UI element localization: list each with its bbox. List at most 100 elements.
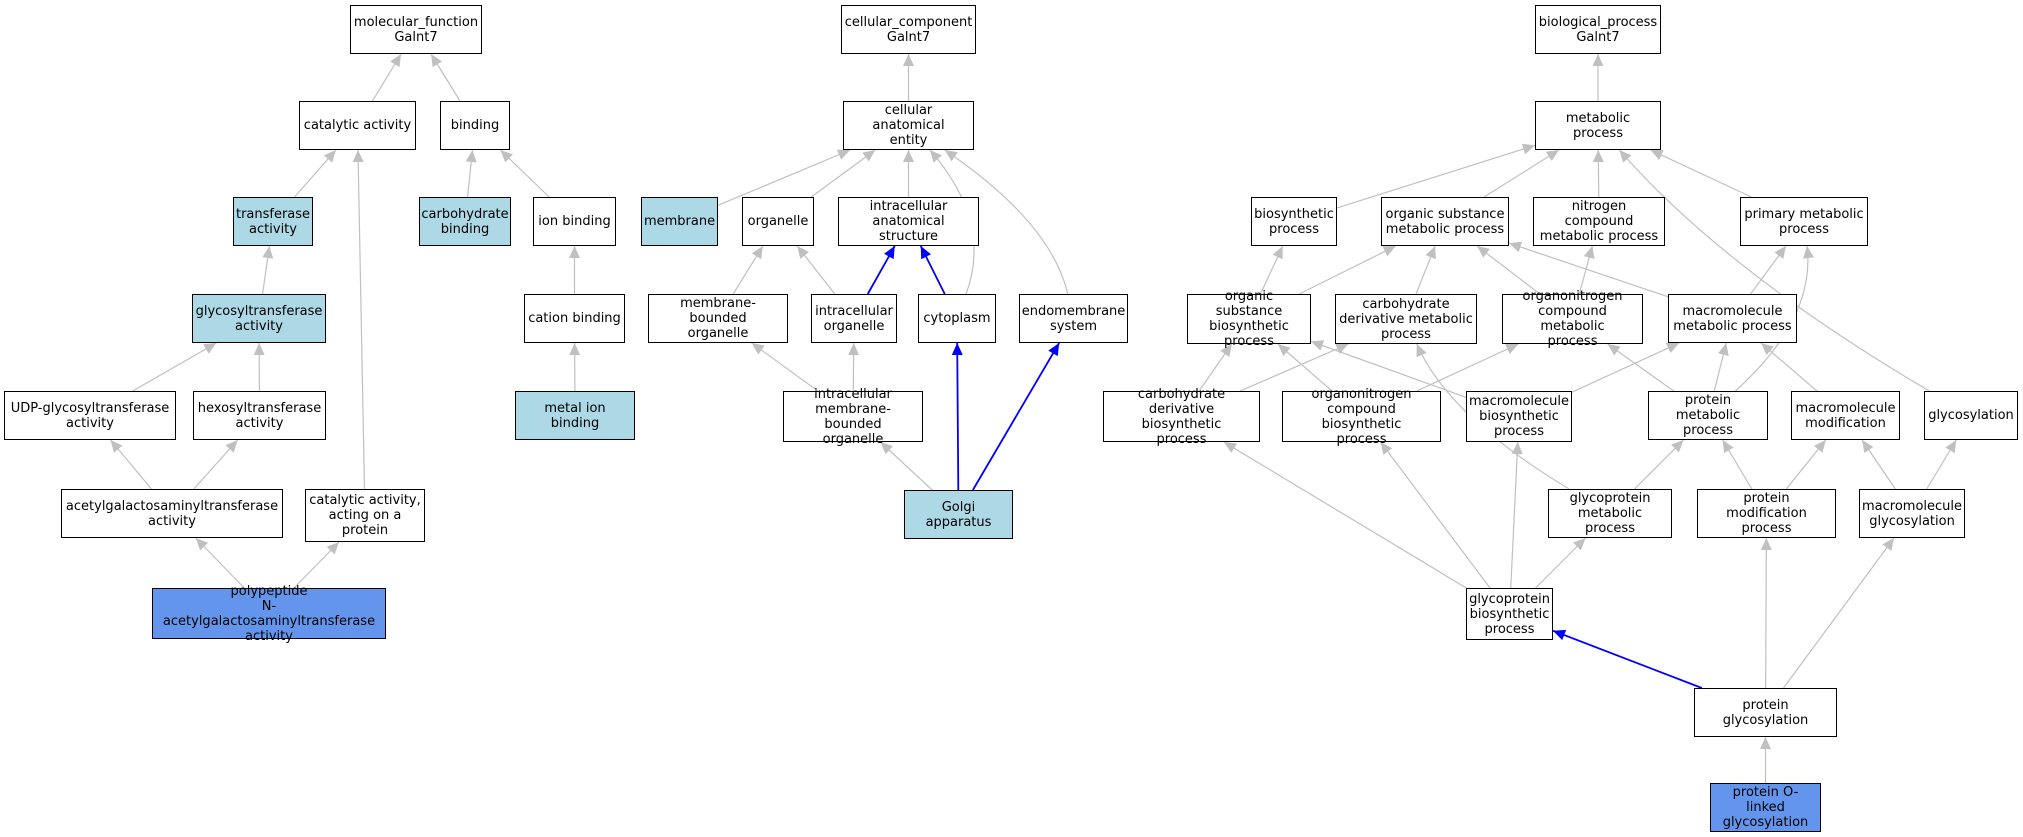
arrowhead-endomembrane-to-cell_anat xyxy=(944,150,958,162)
arrowhead-protein_glyco-to-macromol_glyco xyxy=(1882,538,1894,551)
edge-org_sub_met-to-metabolic xyxy=(1483,149,1560,198)
node-polypeptide-n-acetylgalactosaminyltransferase-activity[interactable]: polypeptide N-acetylgalactosaminyltransf… xyxy=(152,584,386,644)
arrowhead-carb_binding-to-binding xyxy=(465,150,477,163)
arrowhead-protein_glyco-to-glycoprotein_bio xyxy=(1553,629,1567,641)
arrowhead-carb_deriv_bio-to-org_sub_bio xyxy=(1220,344,1232,357)
arrowhead-primary-to-metabolic xyxy=(1650,150,1664,161)
node-macromolecule-modification[interactable]: macromolecule modification xyxy=(1791,391,1900,440)
arrowhead-protein_met-to-macromol_met xyxy=(1718,343,1729,356)
node-protein-modification-process[interactable]: protein modification process xyxy=(1697,489,1836,538)
arrowhead-golgi-to-endomembrane xyxy=(1048,343,1060,357)
node-udp-glycosyltransferase-activity[interactable]: UDP-glycosyltransferase activity xyxy=(4,391,176,440)
arrowhead-cytoplasm-to-cell_anat xyxy=(929,150,942,163)
node-intracellular-organelle[interactable]: intracellular organelle xyxy=(811,294,897,343)
arrowhead-acetylgal-to-udp_glyco xyxy=(110,440,123,453)
node-glycoprotein-biosynthetic-process[interactable]: glycoprotein biosynthetic process xyxy=(1466,588,1553,640)
edge-macromol_bio-to-org_sub_bio xyxy=(1310,340,1467,398)
arrowhead-mem_bounded-to-organelle xyxy=(751,246,763,260)
node-metal-ion-binding[interactable]: metal ion binding xyxy=(515,391,635,440)
arrowhead-metabolic-to-bp_root xyxy=(1592,54,1604,66)
arrowhead-macromol_glyco-to-macromol_mod xyxy=(1862,440,1874,454)
node-biological-process[interactable]: biological_process Galnt7 xyxy=(1535,5,1661,54)
arrowhead-macromol_bio-to-macromol_met xyxy=(1665,343,1680,354)
node-molecular-function[interactable]: molecular_function Galnt7 xyxy=(350,5,482,54)
node-macromolecule-metabolic-process[interactable]: macromolecule metabolic process xyxy=(1668,294,1797,343)
edge-organelle-to-cell_anat xyxy=(810,149,876,198)
arrowhead-cell_anat-to-cc_root xyxy=(903,54,914,66)
node-carbohydrate-derivative-metabolic-process[interactable]: carbohydrate derivative metabolic proces… xyxy=(1335,294,1477,344)
node-acetylgalactosaminyltransferase-activity[interactable]: acetylgalactosaminyltransferase activity xyxy=(61,489,283,538)
edge-cat_protein-to-catalytic xyxy=(357,149,366,490)
node-cation-binding[interactable]: cation binding xyxy=(524,294,625,343)
arrowhead-cytoplasm-to-intra_anat xyxy=(920,246,932,260)
node-ion-binding[interactable]: ion binding xyxy=(533,197,616,246)
node-golgi-apparatus[interactable]: Golgi apparatus xyxy=(904,490,1013,539)
node-metabolic-process[interactable]: metabolic process xyxy=(1535,101,1661,150)
node-biosynthetic-process[interactable]: biosynthetic process xyxy=(1251,197,1337,246)
arrowhead-membrane-to-cell_anat xyxy=(836,149,851,160)
arrowhead-glycosyltransferase-to-transferase xyxy=(262,246,274,259)
node-organic-substance-metabolic-process[interactable]: organic substance metabolic process xyxy=(1381,197,1509,246)
node-membrane[interactable]: membrane xyxy=(641,197,718,246)
node-cytoplasm[interactable]: cytoplasm xyxy=(918,294,996,343)
edge-glycoprotein_bio-to-macromol_bio xyxy=(1510,441,1519,589)
arrowhead-hexosyl-to-glycosyltransferase xyxy=(253,343,265,356)
edge-organonitrogen_met-to-org_sub_met xyxy=(1476,245,1541,295)
node-intracellular-anatomical-structure[interactable]: intracellular anatomical structure xyxy=(838,197,979,246)
node-organonitrogen-compound-metabolic-process[interactable]: organonitrogen compound metabolic proces… xyxy=(1502,289,1643,349)
arrowhead-udp_glyco-to-glycosyltransferase xyxy=(203,343,217,354)
edge-protein_glyco-to-glycoprotein_bio xyxy=(1552,629,1703,689)
node-catalytic-activity[interactable]: catalytic activity xyxy=(299,101,416,150)
edge-primary-to-metabolic xyxy=(1650,149,1752,198)
edge-glycosylation-to-metabolic xyxy=(1618,149,1930,392)
node-carbohydrate-derivative-biosynthetic-process[interactable]: carbohydrate derivative biosynthetic pro… xyxy=(1103,387,1260,447)
node-cellular-component[interactable]: cellular_component Galnt7 xyxy=(841,5,976,54)
edge-udp_glyco-to-glycosyltransferase xyxy=(132,342,217,392)
arrowhead-intra_org-to-intra_anat xyxy=(884,246,895,260)
arrowhead-intra_anat-to-cell_anat xyxy=(903,150,914,162)
node-transferase-activity[interactable]: transferase activity xyxy=(233,197,313,246)
arrowhead-polypeptide-to-acetylgal xyxy=(195,538,209,551)
arrowhead-intra_org-to-organelle xyxy=(797,246,809,259)
arrowhead-protein_olinked-to-protein_glyco xyxy=(1760,737,1771,749)
node-organic-substance-biosynthetic-process[interactable]: organic substance biosynthetic process xyxy=(1187,289,1311,349)
edge-macromol_mod-to-macromol_met xyxy=(1760,342,1818,392)
arrowhead-glycoprotein_bio-to-organonitrogen_bio xyxy=(1380,442,1393,455)
node-protein-glycosylation[interactable]: protein glycosylation xyxy=(1694,688,1837,737)
edge-macromol_met-to-org_sub_met xyxy=(1508,242,1669,298)
arrowhead-nitrogen-to-metabolic xyxy=(1592,150,1604,163)
arrowhead-macromol_met-to-org_sub_met xyxy=(1509,241,1523,253)
edge-org_sub_bio-to-org_sub_met xyxy=(1298,245,1397,295)
node-binding[interactable]: binding xyxy=(440,101,510,150)
node-glycosylation[interactable]: glycosylation xyxy=(1924,391,2018,440)
node-cellular-anatomical-entity[interactable]: cellular anatomical entity xyxy=(843,101,974,150)
node-hexosyltransferase-activity[interactable]: hexosyltransferase activity xyxy=(193,391,326,440)
node-primary-metabolic-process[interactable]: primary metabolic process xyxy=(1740,197,1868,246)
node-protein-metabolic-process[interactable]: protein metabolic process xyxy=(1648,391,1768,440)
node-endomembrane-system[interactable]: endomembrane system xyxy=(1019,294,1128,343)
arrowhead-cation_binding-to-ion_binding xyxy=(569,246,580,258)
node-macromolecule-biosynthetic-process[interactable]: macromolecule biosynthetic process xyxy=(1466,391,1572,442)
node-protein-o-linked-glycosylation[interactable]: protein O-linked glycosylation xyxy=(1710,783,1821,832)
node-glycoprotein-metabolic-process[interactable]: glycoprotein metabolic process xyxy=(1548,489,1672,538)
arrowhead-organonitrogen_bio-to-organonitrogen_met xyxy=(1505,344,1519,355)
node-organonitrogen-compound-biosynthetic-process[interactable]: organonitrogen compound biosynthetic pro… xyxy=(1282,387,1441,447)
arrowhead-transferase-to-catalytic xyxy=(323,150,336,163)
edge-intra_mem_bounded-to-mem_bounded xyxy=(751,342,819,392)
arrowhead-glycoprotein_bio-to-carb_deriv_bio xyxy=(1223,442,1237,453)
arrowhead-glycoprotein_bio-to-macromol_bio xyxy=(1511,442,1523,455)
node-nitrogen-compound-metabolic-process[interactable]: nitrogen compound metabolic process xyxy=(1533,197,1665,246)
arrowhead-macromol_mod-to-macromol_met xyxy=(1761,343,1774,355)
edge-protein_met-to-organonitrogen_met xyxy=(1607,343,1674,392)
arrowhead-intra_mem_bounded-to-intra_org xyxy=(848,343,860,356)
node-glycosyltransferase-activity[interactable]: glycosyltransferase activity xyxy=(192,294,326,343)
node-organelle[interactable]: organelle xyxy=(742,197,814,246)
node-intracellular-membrane-bounded-organelle[interactable]: intracellular membrane-bounded organelle xyxy=(783,387,923,447)
node-catalytic-activity-acting-on-protein[interactable]: catalytic activity, acting on a protein xyxy=(305,489,425,542)
node-membrane-bounded-organelle[interactable]: membrane-bounded organelle xyxy=(648,294,788,343)
node-carbohydrate-binding[interactable]: carbohydrate binding xyxy=(419,197,511,246)
node-macromolecule-glycosylation[interactable]: macromolecule glycosylation xyxy=(1859,489,1965,538)
arrowhead-glycoprotein_bio-to-glycoprotein_met xyxy=(1573,538,1586,551)
arrowhead-glycoprotein_met-to-carb_deriv_met xyxy=(1416,344,1427,358)
edge-biosynthetic-to-metabolic xyxy=(1336,144,1536,209)
